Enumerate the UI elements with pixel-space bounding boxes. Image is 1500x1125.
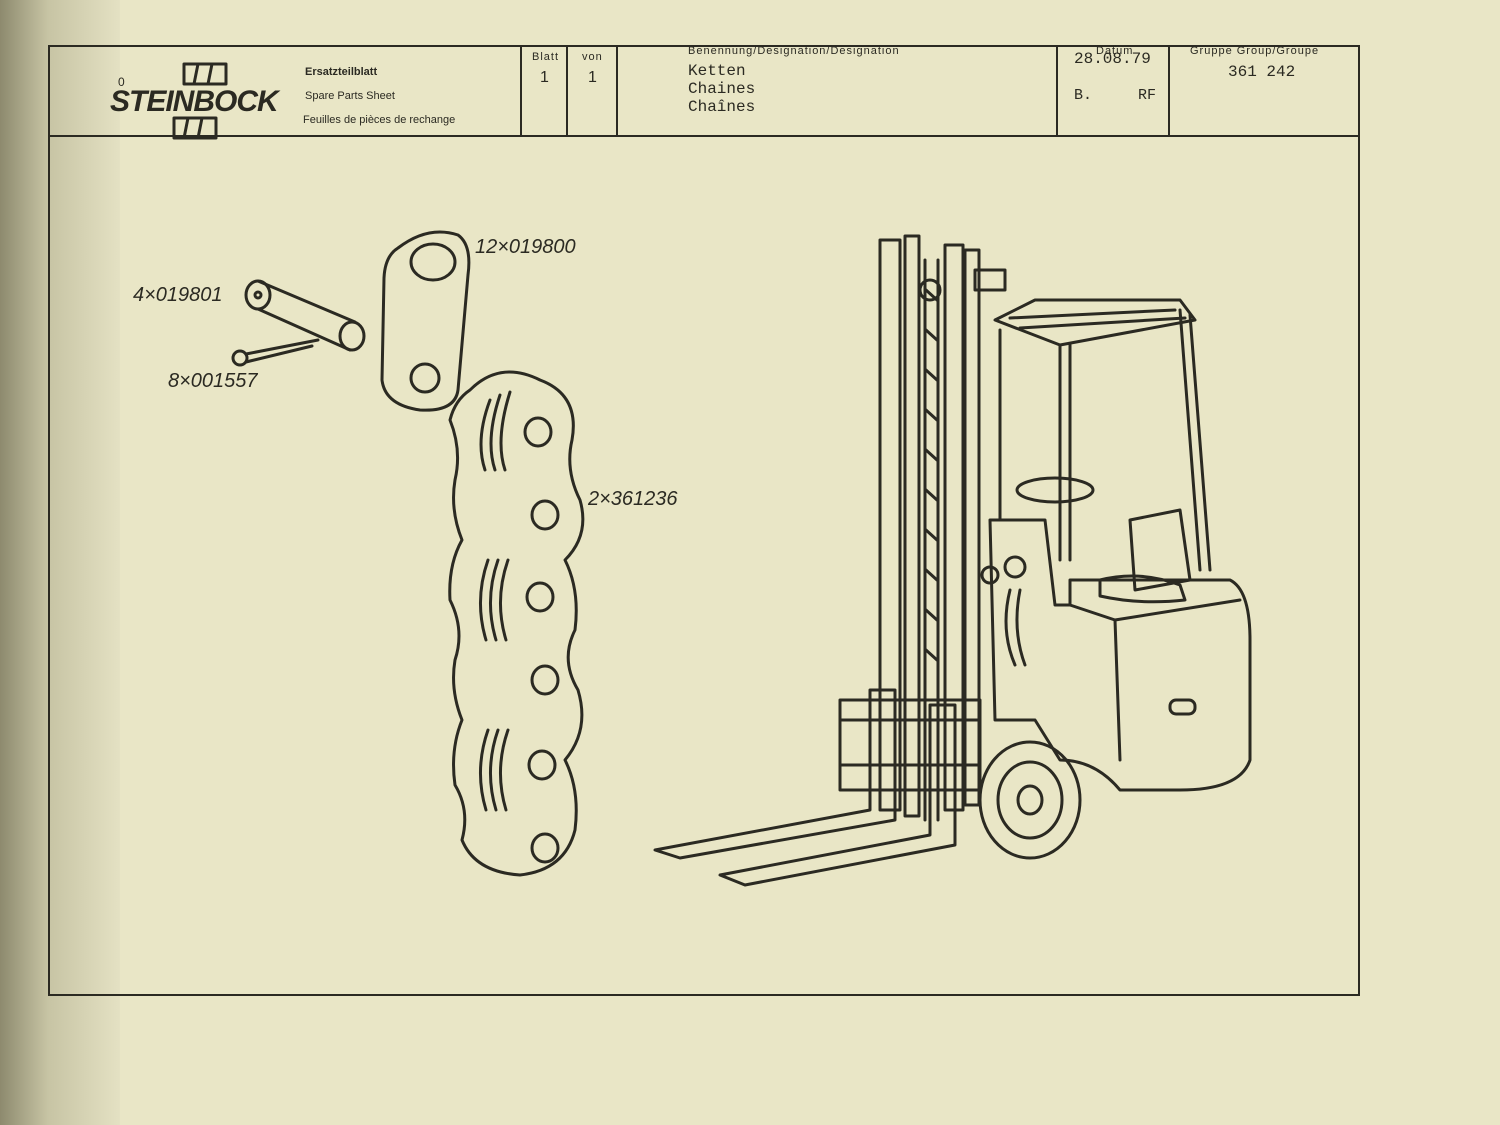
cotter-pin-drawing: [231, 338, 320, 367]
datum-cell: Datum 28.08.79 B. RF: [1056, 45, 1168, 135]
forklift-drawing: [653, 234, 1252, 887]
designation-de: Ketten: [688, 62, 746, 80]
corner-mark: 0: [118, 75, 125, 89]
brand-name: STEINBOCK: [110, 85, 279, 118]
designation-fr: Chaînes: [688, 98, 756, 116]
designation-label: Benennung/Designation/Designation: [688, 45, 900, 57]
von-label: von: [582, 51, 603, 63]
binding-shadow: [0, 0, 120, 1125]
title-de: Ersatzteilblatt: [305, 66, 378, 78]
initials-2: RF: [1138, 87, 1157, 104]
von-cell: von 1: [566, 47, 616, 135]
part-label-pin: 4×019801: [133, 284, 223, 306]
initials-1: B.: [1074, 87, 1093, 104]
gruppe-cell: Gruppe Group/Groupe 361 242: [1168, 45, 1358, 135]
gruppe-label: Gruppe Group/Groupe: [1190, 45, 1320, 57]
designation-en: Chaines: [688, 80, 756, 98]
von-value: 1: [588, 69, 597, 86]
gruppe-value: 361 242: [1228, 63, 1296, 81]
blatt-label: Blatt: [532, 51, 560, 63]
pin-drawing: [244, 279, 366, 352]
title-en: Spare Parts Sheet: [305, 90, 395, 102]
sheet-frame: [48, 45, 1360, 996]
paper-page: [40, 0, 1500, 1125]
designation-cell: Benennung/Designation/Designation Ketten…: [616, 45, 1056, 135]
link-plate-drawing: [380, 230, 471, 412]
sheet-header: Blatt 1 von 1 Benennung/Designation/Desi…: [48, 45, 1360, 137]
datum-value: 28.08.79: [1074, 50, 1151, 68]
blatt-value: 1: [540, 69, 549, 86]
title-fr: Feuilles de pièces de rechange: [303, 114, 456, 126]
datum-label: Datum: [1096, 45, 1134, 57]
chain-drawing: [448, 370, 585, 877]
part-label-link-plate: 12×019800: [475, 236, 576, 258]
part-label-cotter-pin: 8×001557: [168, 370, 258, 392]
logo-bars-icon: [172, 62, 228, 140]
part-label-chain: 2×361236: [588, 488, 678, 510]
blatt-cell: Blatt 1: [520, 47, 566, 135]
